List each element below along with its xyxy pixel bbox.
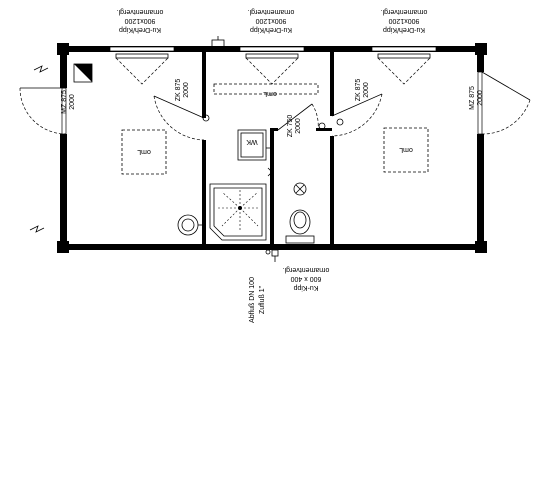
wash-basin: WK (237, 129, 272, 161)
door-left-room: ZK 875 2000 (153, 79, 210, 141)
corridor-heater: omL (213, 83, 319, 97)
window-middle-line3: Ku-Dreh/Kipp (250, 26, 292, 33)
window-middle-line1: ornamentvergl. (248, 8, 295, 15)
window-left-line2: 900x1200 (125, 17, 156, 24)
door-left-exterior-line1: MZ 875 (61, 90, 68, 114)
door-left-exterior-line2: 2000 (69, 94, 76, 110)
electrical-markers (29, 65, 279, 262)
window-left-line1: ornamentvergl. (117, 8, 164, 15)
toilet (285, 209, 315, 244)
window-left-line3: Ku-Dreh/Kipp (119, 26, 161, 33)
door-left-exterior: MZ 875 2000 (19, 63, 93, 135)
window-right-line3: Ku-Dreh/Kipp (383, 26, 425, 33)
door-wc: ZK 750 2000 (277, 103, 326, 138)
door-right-exterior-line2: 2000 (477, 90, 484, 106)
door-right-room-line2: 2000 (363, 82, 370, 98)
water-heater (177, 214, 202, 236)
window-middle-line2: 900x1200 (256, 17, 287, 24)
window-right-line2: 900x1200 (389, 17, 420, 24)
shower-tray-pattern (218, 190, 260, 232)
door-left-exterior-marker (74, 64, 92, 82)
window-right-line1: ornamentvergl. (381, 8, 428, 15)
electric-left-bottom-icon (29, 225, 45, 233)
heater-left-room: omL (121, 129, 167, 175)
plumbing-outflow: Abfluß DN 100 (249, 277, 256, 323)
shower (209, 183, 267, 241)
window-label-left: Ku-Dreh/Kipp 900x1200 ornamentvergl. (117, 8, 164, 33)
bottom-window-line1: ornamentvergl. (283, 266, 330, 273)
door-right-room-line1: ZK 875 (355, 79, 362, 102)
bottom-window-line3: Ku-Kipp (293, 284, 318, 291)
plumbing-inflow: Zufluß 1" (259, 285, 266, 314)
electric-left-top-icon (33, 65, 49, 73)
door-right-exterior: MZ 875 2000 (469, 71, 531, 135)
window-label-right: Ku-Dreh/Kipp 900x1200 ornamentvergl. (381, 8, 428, 33)
bottom-window-label: ornamentvergl. 600 x 400 Ku-Kipp (283, 266, 330, 291)
plumbing-label: Zufluß 1" Abfluß DN 100 (249, 277, 266, 323)
door-left-room-line2: 2000 (183, 82, 190, 98)
heater-right-room: omL (383, 127, 429, 173)
socket-icon (267, 167, 273, 177)
heater-right-label: omL (399, 146, 413, 153)
door-wc-line1: ZK 750 (287, 115, 294, 138)
door-wc-line2: 2000 (295, 118, 302, 134)
door-left-room-line1: ZK 875 (175, 79, 182, 102)
interior-walls (202, 52, 334, 244)
window-label-middle: Ku-Dreh/Kipp 900x1200 ornamentvergl. (248, 8, 295, 33)
bottom-wall-vent-icon (265, 249, 271, 255)
corridor-heater-label: omL (263, 90, 277, 97)
wash-basin-label: WK (246, 138, 258, 145)
door-right-exterior-line1: MZ 875 (469, 86, 476, 110)
door-right-room: ZK 875 2000 (331, 79, 383, 137)
bottom-window-line2: 600 x 400 (291, 275, 322, 282)
heater-left-label: omL (137, 148, 151, 155)
ceiling-light-icon (293, 182, 307, 196)
window-swings (115, 57, 431, 85)
top-windows (109, 36, 437, 59)
